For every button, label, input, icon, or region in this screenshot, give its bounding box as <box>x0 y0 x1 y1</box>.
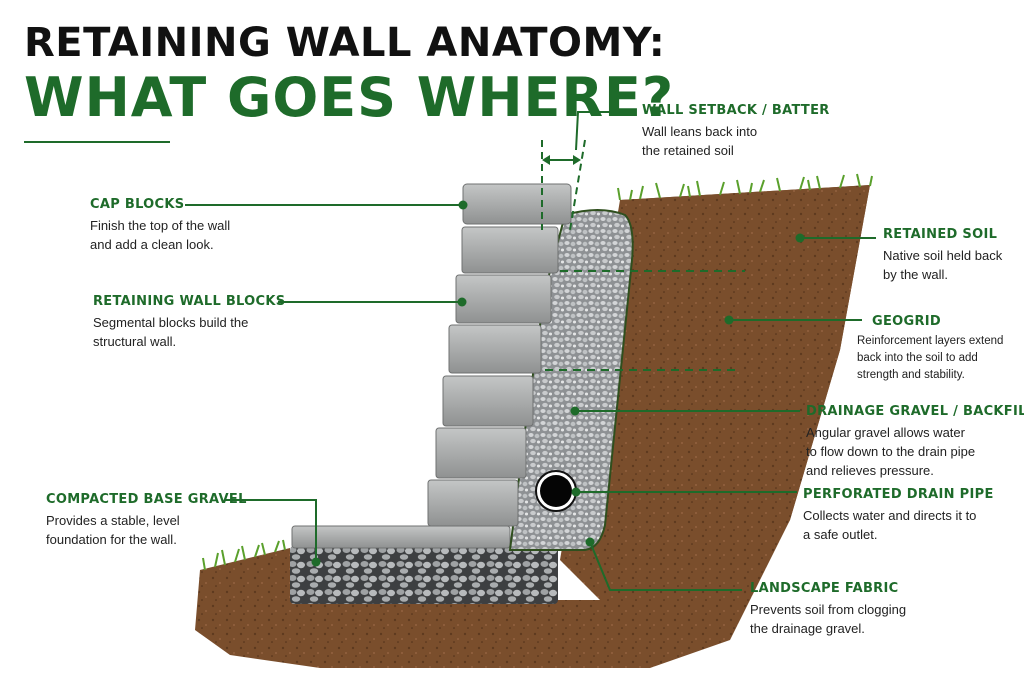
label-wall-setback: WALL SETBACK / BATTER Wall leans back in… <box>642 103 830 160</box>
label-geogrid: GEOGRID Reinforcement layers extend back… <box>857 314 1003 384</box>
label-retained-soil: RETAINED SOIL Native soil held back by t… <box>883 227 1002 284</box>
label-drain-pipe: PERFORATED DRAIN PIPE Collects water and… <box>803 487 994 544</box>
label-drainage-gravel: DRAINAGE GRAVEL / BACKFILL Angular grave… <box>806 404 1024 480</box>
label-text: Collects water and directs it to a safe … <box>803 508 977 542</box>
label-text: Wall leans back into the retained soil <box>642 124 758 158</box>
footing-pad <box>291 525 511 549</box>
label-text: Prevents soil from clogging the drainage… <box>750 602 907 636</box>
label-text: Finish the top of the wall and add a cle… <box>90 218 231 252</box>
label-text: Provides a stable, level foundation for … <box>46 513 180 547</box>
title-underline <box>24 141 170 143</box>
grass-top <box>617 173 873 201</box>
grass-bottom <box>202 539 286 571</box>
label-retaining-wall-blocks: RETAINING WALL BLOCKS Segmental blocks b… <box>93 294 285 351</box>
base-gravel <box>290 546 558 604</box>
label-heading: GEOGRID <box>872 314 942 329</box>
leader-lines <box>185 204 876 591</box>
label-heading: RETAINED SOIL <box>883 227 998 242</box>
label-text: Angular gravel allows water to flow down… <box>806 425 976 478</box>
drainage-gravel <box>508 209 634 551</box>
label-text: Reinforcement layers extend back into th… <box>857 335 1004 381</box>
label-text: Native soil held back by the wall. <box>883 248 1003 282</box>
label-heading: DRAINAGE GRAVEL / BACKFILL <box>806 404 1024 419</box>
geogrid-lines <box>545 270 745 371</box>
retained-soil <box>600 185 870 610</box>
leader-dots <box>311 200 805 567</box>
label-compacted-base: COMPACTED BASE GRAVEL Provides a stable,… <box>46 492 247 549</box>
label-cap-blocks: CAP BLOCKS Finish the top of the wall an… <box>90 197 230 254</box>
setback-indicator <box>541 111 633 231</box>
label-text: Segmental blocks build the structural wa… <box>93 315 249 349</box>
label-heading: COMPACTED BASE GRAVEL <box>46 492 247 507</box>
label-heading: CAP BLOCKS <box>90 197 185 212</box>
label-heading: LANDSCAPE FABRIC <box>750 581 899 596</box>
page-title: RETAINING WALL ANATOMY: <box>24 20 666 66</box>
page-subtitle: WHAT GOES WHERE? <box>24 66 675 129</box>
label-heading: PERFORATED DRAIN PIPE <box>803 487 994 502</box>
label-heading: WALL SETBACK / BATTER <box>642 103 830 118</box>
label-heading: RETAINING WALL BLOCKS <box>93 294 286 309</box>
cap-block <box>462 183 572 225</box>
label-landscape-fabric: LANDSCAPE FABRIC Prevents soil from clog… <box>750 581 906 638</box>
